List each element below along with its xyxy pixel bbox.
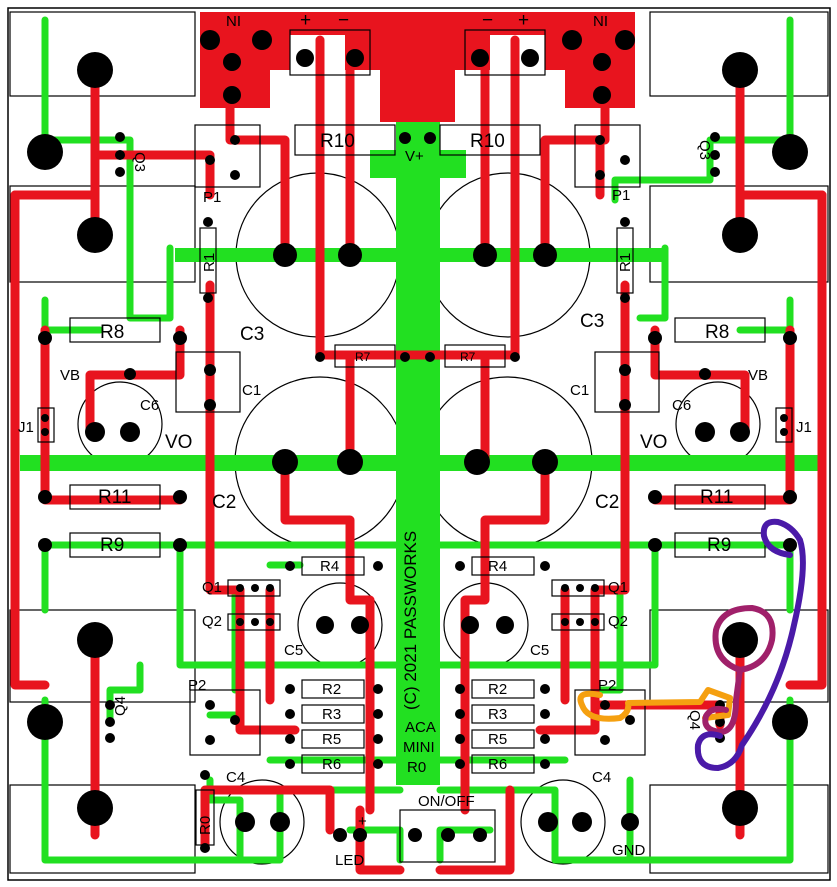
q1-right-label: Q1 [608, 579, 628, 596]
minus-right-label: − [482, 10, 493, 31]
pads [27, 30, 808, 853]
c6-left-label: C6 [140, 397, 159, 414]
q2-right-label: Q2 [608, 613, 628, 630]
gnd-label: GND [612, 842, 646, 859]
r5-left-label: R5 [322, 731, 341, 748]
c5-right-label: C5 [530, 642, 549, 659]
vo-left-label: VO [165, 432, 192, 453]
vb-right-label: VB [748, 367, 768, 384]
r3-right-label: R3 [488, 706, 507, 723]
c4-right-label: C4 [592, 769, 611, 786]
c3-left-label: C3 [240, 324, 264, 345]
plus-left-label: + [300, 10, 311, 31]
annotations [577, 518, 806, 771]
c1-right-label: C1 [570, 382, 589, 399]
r3-left-label: R3 [322, 706, 341, 723]
annotation-magenta-loop [702, 605, 776, 735]
q4-right-label: Q4 [686, 710, 703, 730]
r9-right-label: R9 [707, 535, 731, 556]
r6-right-label: R6 [488, 756, 507, 773]
silkscreen-labels: NI NI + − − + V+ R10 R10 R7 R7 R1 R1 R8 … [18, 10, 812, 869]
annotation-purple-loop [694, 518, 806, 771]
model-line-3: R0 [407, 759, 426, 776]
j1-left-label: J1 [18, 419, 34, 436]
p2-left-label: P2 [188, 677, 206, 694]
r7-right-label: R7 [460, 350, 476, 364]
q3-right-label: Q3 [696, 140, 713, 160]
q2-left-label: Q2 [202, 613, 222, 630]
r11-right-label: R11 [700, 487, 733, 508]
led-plus-label: + [358, 813, 367, 830]
minus-left-label: − [338, 10, 349, 31]
p1-right-label: P1 [612, 187, 630, 204]
r7-left-label: R7 [355, 350, 371, 364]
c2-left-label: C2 [212, 492, 236, 513]
r4-right-label: R4 [488, 558, 507, 575]
r4-left-label: R4 [320, 558, 339, 575]
ni-right-label: NI [593, 13, 608, 30]
q4-left-label: Q4 [112, 696, 129, 716]
r9-left-label: R9 [100, 535, 124, 556]
r5-right-label: R5 [488, 731, 507, 748]
c2-right-label: C2 [595, 492, 619, 513]
q3-left-label: Q3 [131, 152, 148, 172]
r2-right-label: R2 [488, 681, 507, 698]
vb-left-label: VB [60, 367, 80, 384]
r2-left-label: R2 [322, 681, 341, 698]
model-line-2: MINI [403, 739, 435, 756]
led-label: LED [335, 852, 364, 869]
p1-left-label: P1 [203, 189, 221, 206]
c4-left-label: C4 [226, 769, 245, 786]
r10-right-label: R10 [470, 131, 505, 152]
r8-right-label: R8 [705, 322, 729, 343]
c1-left-label: C1 [242, 382, 261, 399]
onoff-label: ON/OFF [418, 793, 475, 810]
c6-right-label: C6 [672, 397, 691, 414]
vplus-label: V+ [405, 148, 424, 165]
ni-left-label: NI [226, 13, 241, 30]
c5-left-label: C5 [284, 642, 303, 659]
r8-left-label: R8 [100, 322, 124, 343]
r0-label: R0 [197, 816, 214, 835]
p2-right-label: P2 [598, 677, 616, 694]
plus-right-label: + [518, 10, 529, 31]
r10-left-label: R10 [320, 131, 355, 152]
vo-right-label: VO [640, 432, 667, 453]
model-line-1: ACA [405, 719, 436, 736]
r6-left-label: R6 [322, 756, 341, 773]
j1-right-label: J1 [796, 419, 812, 436]
copyright-label: (C) 2021 PASSWORKS [401, 531, 420, 710]
r1-left-label: R1 [201, 253, 218, 272]
r1-right-label: R1 [617, 253, 634, 272]
c3-right-label: C3 [580, 311, 604, 332]
annotation-orange-loop [577, 687, 733, 722]
r11-left-label: R11 [98, 487, 131, 508]
component-outlines [37, 29, 793, 863]
q1-left-label: Q1 [202, 579, 222, 596]
